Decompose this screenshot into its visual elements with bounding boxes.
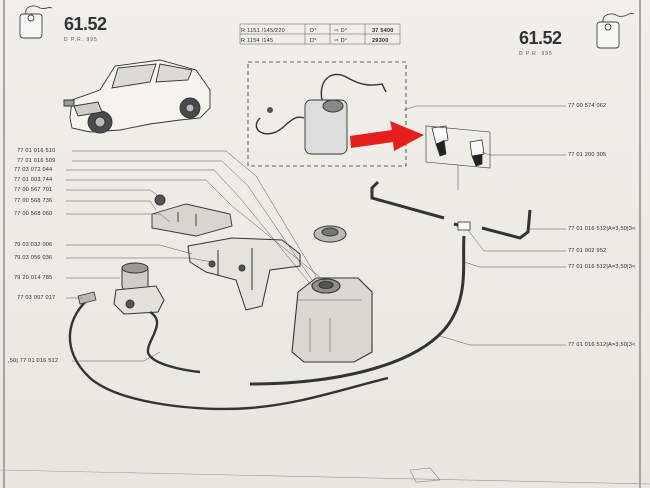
washer-reservoir-icon [291,277,373,363]
bottom-fold [0,469,650,485]
part-number-label: 79 20 014 785 [14,275,53,281]
part-number-label: 79 03 032 006 [14,242,53,248]
hose-assembly-right [249,180,532,386]
part-number-label: 77 00 574 062 [568,103,607,109]
section-number-left: 61.52 [64,14,107,34]
washer-jet-left-icon [431,125,449,157]
part-number-label: ,50| 77 01 016 512 [8,358,59,364]
ref-row-1-value: 37 5400 [372,28,394,34]
ref-row-2-sym2: ⇨ D° [334,38,348,44]
reservoir-thumbnail-left-icon [19,5,53,39]
hose-assembly-left [68,295,389,411]
part-number-label: 79 03 056 036 [14,255,53,261]
nozzle-clip-icon [77,291,97,305]
ref-row-2-ref: R 1154 /145 [241,38,274,44]
section-sub-left: D P.R. 995 [64,37,98,43]
part-number-label: 77 01 200 305 [568,152,607,158]
part-number-label: 77 01 016 512|A=3,50|3< [568,264,636,270]
part-number-label: 77 00 567 701 [14,187,53,193]
ref-row-2-value: 29300 [372,38,389,44]
ref-row-1-sym1: D° [310,28,317,34]
part-number-label: 77 00 568 736 [14,198,53,204]
part-number-label: 77 01 016 512|A=3,50|3< [568,342,636,348]
section-sub-right: D P.R. 995 [519,51,553,57]
washer-jet-right-icon [469,139,485,167]
part-number-label: 77 01 016 512|A=3,50|3< [568,226,636,232]
part-number-label: 77 01 016 509 [17,158,56,164]
detail-inset-box [247,61,407,167]
part-number-label: 77 00 568 060 [14,211,53,217]
part-number-label: 77 01 016 510 [17,148,56,154]
part-number-label: 77 01 003 744 [14,177,53,183]
part-number-label: 77 03 007 017 [17,295,56,301]
bracket-clip-icon [151,194,233,237]
section-number-right: 61.52 [519,28,562,48]
car-illustration-icon [63,59,211,134]
ref-row-1-ref: R 1151 /145/220 [241,28,285,34]
part-number-label: 77 03 072 044 [14,167,53,173]
mounting-bracket-icon [187,237,301,311]
bottom-faint-sketch [409,467,441,483]
washer-pump-icon [113,262,165,315]
highlight-arrow [350,121,424,151]
ref-row-2-sym1: D° [310,38,317,44]
reference-table-grid [239,23,401,45]
ref-row-1-sym2: ⇨ D° [334,28,348,34]
leader-lines [66,105,566,362]
reservoir-thumbnail-right-icon [596,13,635,49]
jets-bracket [425,125,491,169]
t-connector-icon [457,221,471,231]
reservoir-cap-icon [313,225,347,243]
part-number-label: 77 01 002 952 [568,248,607,254]
